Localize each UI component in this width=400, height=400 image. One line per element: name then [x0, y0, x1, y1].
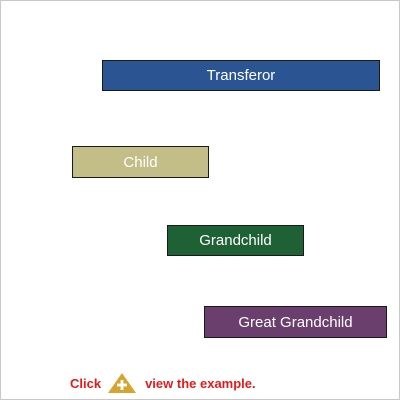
child-label: Child	[123, 153, 158, 171]
transferor-box: Transferor	[102, 60, 380, 91]
great-grandchild-label: Great Grandchild	[238, 313, 353, 331]
child-box: Child	[72, 146, 209, 178]
footer-instruction: Click view the example.	[70, 371, 256, 395]
view-example-button[interactable]	[107, 372, 137, 394]
grandchild-label: Grandchild	[199, 232, 272, 249]
great-grandchild-box: Great Grandchild	[204, 306, 387, 338]
grandchild-box: Grandchild	[167, 225, 304, 256]
plus-triangle-icon	[108, 373, 137, 393]
footer-prefix: Click	[70, 375, 102, 391]
transferor-label: Transferor	[206, 67, 276, 84]
footer-suffix: view the example.	[145, 375, 256, 391]
